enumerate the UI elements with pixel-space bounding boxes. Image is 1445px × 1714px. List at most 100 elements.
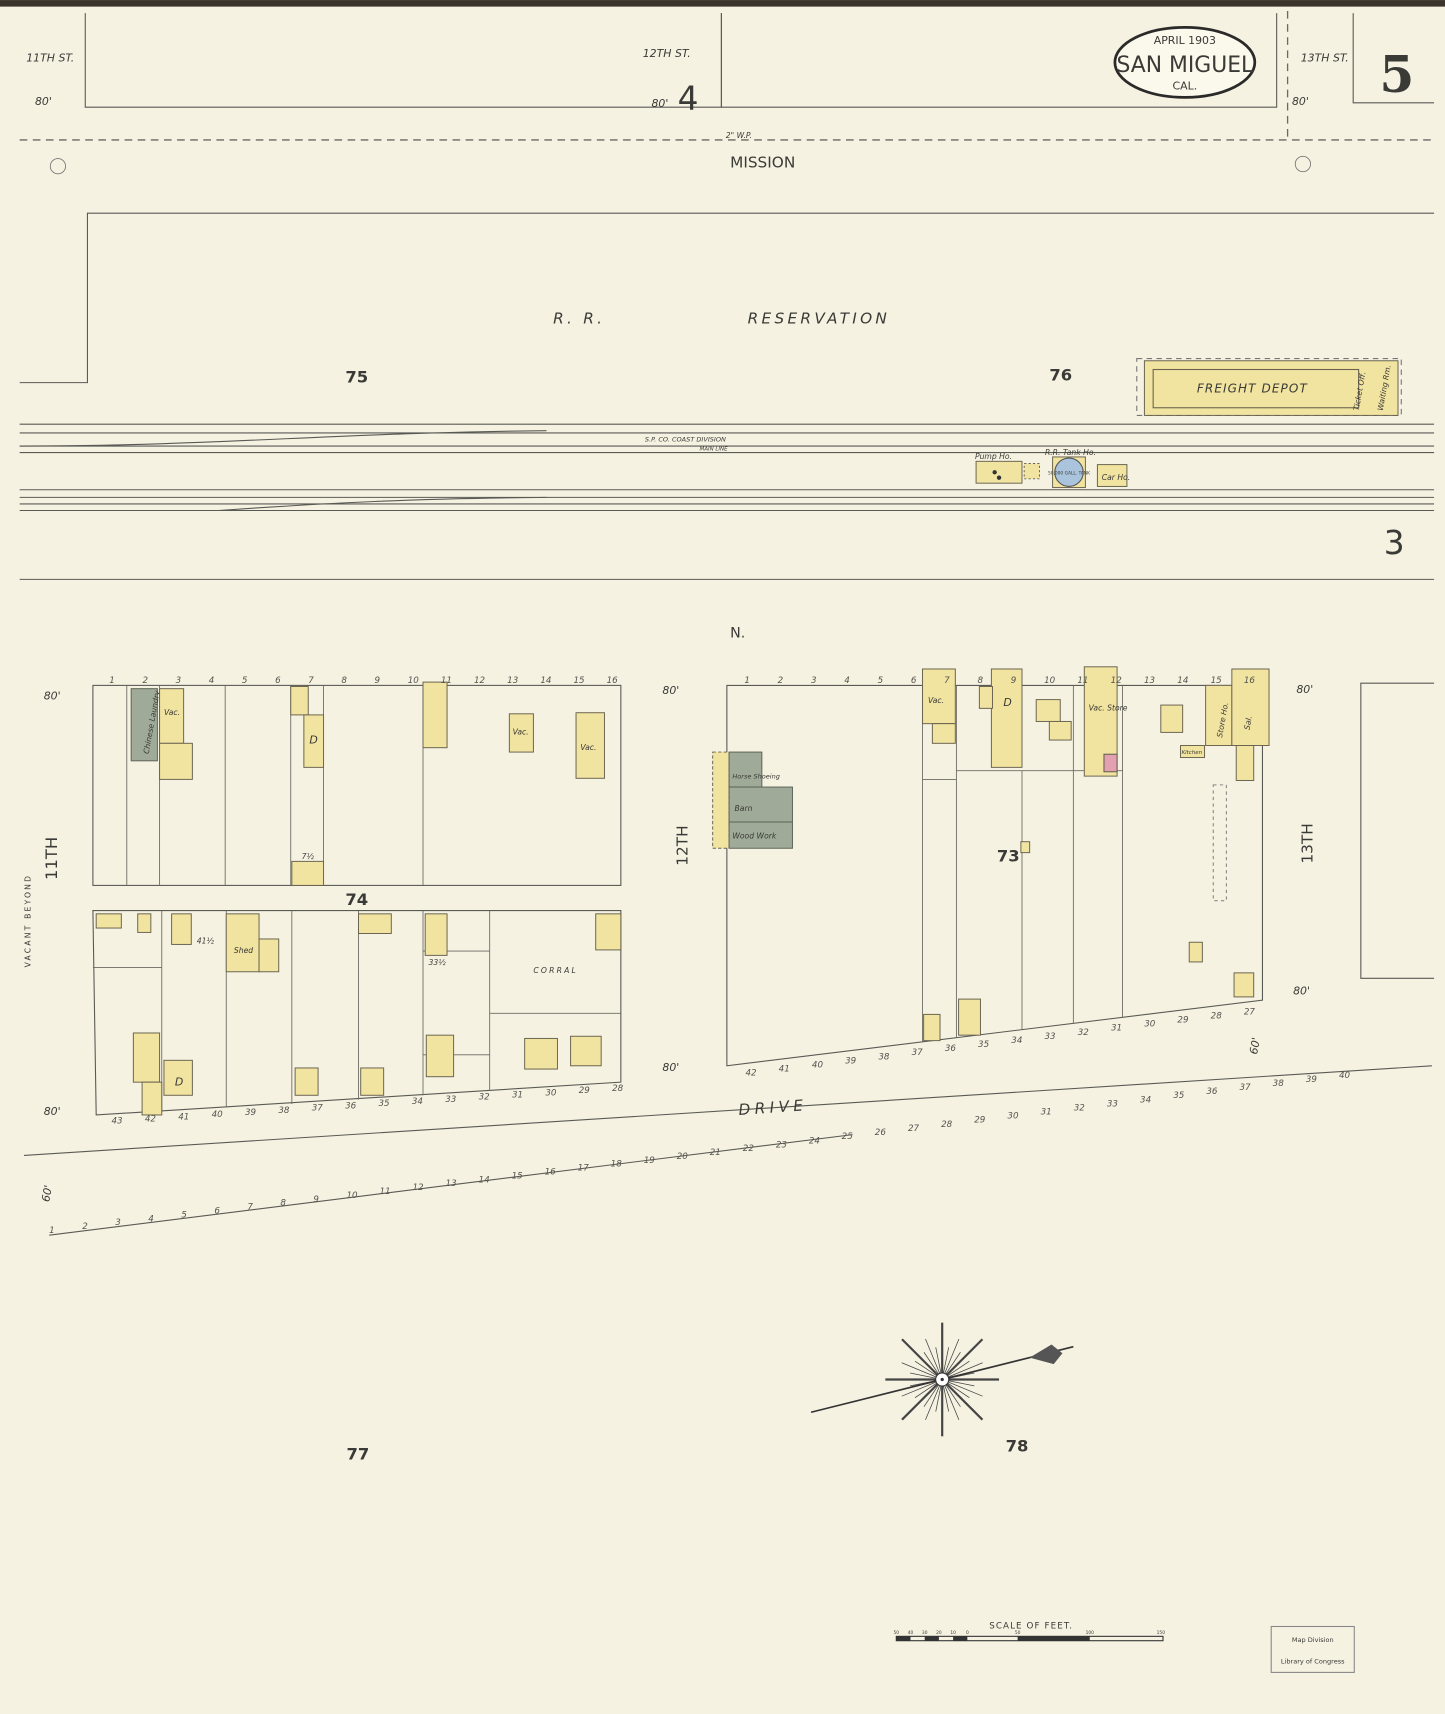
lot-number: 23 [776,1140,787,1150]
lot-number: 6 [275,676,281,686]
compass-ray [941,1379,960,1421]
lot-number: 3 [115,1218,121,1228]
street-width: 80' [662,684,679,697]
lot-number: 41 [779,1065,790,1075]
north-arrow-compass-icon [810,1322,1074,1437]
compass-ray [942,1379,983,1397]
lot-number: 36 [345,1101,357,1111]
vacant-beyond-label: VACANT BEYOND [24,874,33,968]
compass-ray [925,1338,943,1380]
lot-number: 16 [1244,676,1256,686]
lot-number: 29 [1177,1016,1189,1026]
lot-number: 36 [945,1044,957,1054]
label-vac: Vac. [928,696,944,705]
street-label-12th-vertical: 12TH [674,825,692,865]
lot-number: 14 [479,1175,490,1185]
block-77: 77 [346,1444,369,1463]
lot-number: 15 [1211,676,1223,686]
hydrant-icon [49,158,67,175]
lot-number: 38 [278,1106,290,1116]
lot-number: 6 [214,1207,220,1217]
street-label-12th: 12TH ST. [643,47,691,60]
tank-house: R.R. Tank Ho. 50,000 GALL. TANK [1045,448,1096,489]
lot-number: 27 [1244,1007,1256,1017]
compass-ray [901,1379,943,1397]
lot-number: 39 [245,1108,257,1118]
scale-tick-label: 0 [966,1630,969,1636]
lot-number: 32 [479,1093,491,1103]
lot-number: 13 [446,1179,457,1189]
car-house-label: Car Ho. [1102,473,1130,482]
lot-number: 37 [1240,1083,1252,1093]
street-width: 80' [1293,985,1310,998]
lot-number: 37 [912,1048,924,1058]
lot-7-half: 7½ [302,852,315,861]
compass-ray [941,1338,960,1380]
lot-number: 1 [49,1226,55,1236]
lot-number: 10 [408,676,420,686]
lot-number: 30 [1144,1020,1156,1030]
lot-number: 12 [1111,676,1123,686]
scale-tick-label: 100 [1086,1630,1095,1636]
block-75: 75 [345,368,368,387]
block-76: 76 [1049,365,1072,384]
label-vac: Vac. [513,728,529,737]
lot-number: 25 [842,1132,854,1142]
lot-number: 12 [413,1183,425,1193]
lot-number: 13 [1144,676,1155,686]
lot-number: 39 [1306,1075,1318,1085]
barn-label: Barn [735,804,753,813]
brick-building [1103,753,1118,773]
stamp-line-1: Map Division [1292,1636,1334,1644]
lot-number: 16 [545,1168,557,1178]
lot-number: 24 [809,1136,820,1146]
top-edge [0,0,1445,7]
street-width: 80' [651,97,668,110]
lot-number: 38 [1273,1079,1285,1089]
label-corral: CORRAL [533,966,578,975]
lot-number: 7 [944,676,950,686]
block-78: 78 [1006,1437,1029,1456]
building-chinese-laundry [130,688,158,762]
lot-number: 12 [474,676,486,686]
lot-number: 42 [745,1069,757,1079]
title-cartouche: APRIL 1903 SAN MIGUEL CAL. [1113,26,1257,99]
reservation-label: RESERVATION [748,310,890,328]
block-74-number: 74 [345,890,368,909]
lot-number: 30 [1007,1112,1019,1122]
lot-number: 40 [212,1110,224,1120]
main-line-label: MAIN LINE [700,446,729,452]
street-width: 80' [44,1105,61,1118]
street-width: 80' [44,690,61,703]
scale-tick-label: 30 [922,1630,928,1636]
pump-house-label: Pump Ho. [975,452,1012,461]
street-label-n: N. [730,625,745,641]
lot-number: 5 [878,676,884,686]
freight-depot: FREIGHT DEPOT Ticket Off. Waiting Rm. [1136,358,1402,416]
lot-41-half: 41½ [197,936,215,945]
street-width: 80' [662,1061,679,1074]
label-dwelling: D [1003,696,1011,709]
lot-number: 1 [744,676,750,686]
lot-number: 18 [611,1160,623,1170]
compass-ray [925,1379,943,1421]
lot-number: 42 [145,1115,157,1125]
lot-number: 17 [578,1164,590,1174]
lot-number: 7 [308,676,314,686]
lot-number: 9 [375,676,381,686]
lot-number: 22 [743,1144,755,1154]
sheet-number: 5 [1379,45,1414,104]
lot-number: 28 [941,1120,953,1130]
lot-number: 43 [111,1117,122,1127]
lot-number: 14 [1177,676,1188,686]
lot-number: 14 [540,676,551,686]
freight-depot-label: FREIGHT DEPOT [1197,381,1309,395]
compass-ray [901,1338,943,1381]
lot-number: 2 [82,1222,88,1232]
street-label-11th: 11TH ST. [26,51,74,64]
block-73: 73 Horse Shoeing Barn Wood Work Vac. D V… [662,666,1313,1074]
lot-number: 30 [545,1088,557,1098]
lot-number: 28 [1211,1011,1223,1021]
compass-ray [901,1362,943,1380]
